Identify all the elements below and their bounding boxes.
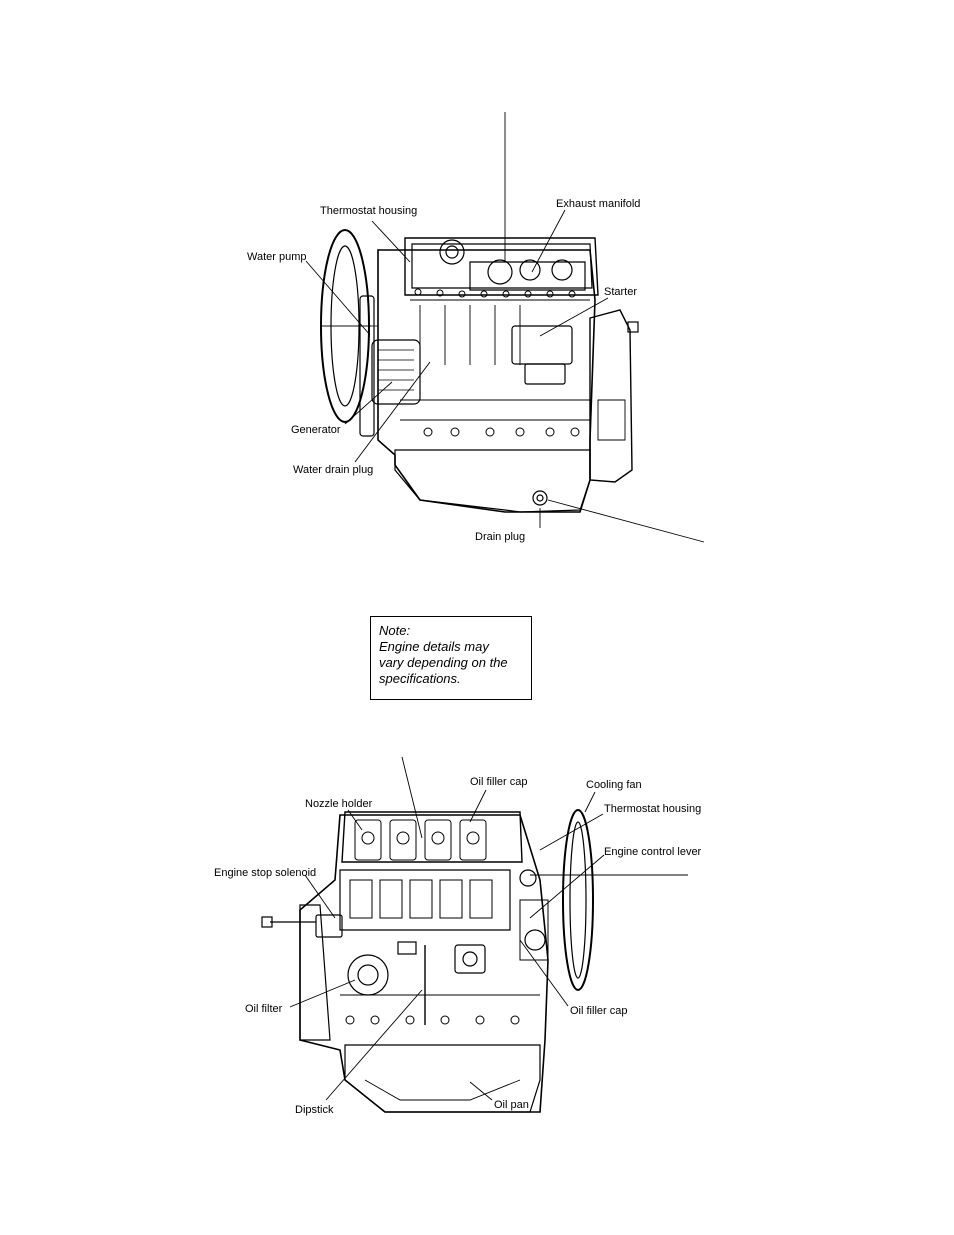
note-line-1: Engine details may — [379, 639, 489, 654]
label-exhaust-manifold: Exhaust manifold — [556, 198, 641, 210]
label-engine-control-lever: Engine control lever — [604, 846, 702, 858]
label-oil-pan: Oil pan — [494, 1099, 529, 1111]
label-cooling-fan: Cooling fan — [586, 779, 642, 791]
label-dipstick: Dipstick — [295, 1104, 334, 1116]
top-leader-lines — [305, 112, 705, 543]
label-oil-filler-cap-side: Oil filler cap — [570, 1005, 628, 1017]
label-drain-plug: Drain plug — [475, 531, 526, 543]
bottom-engine-illustration — [261, 809, 594, 1113]
specification-note: Note: Engine details may vary depending … — [370, 616, 532, 700]
label-oil-filler-cap-top: Oil filler cap — [470, 776, 528, 788]
label-starter: Starter — [604, 286, 638, 298]
label-engine-stop-solenoid: Engine stop solenoid — [214, 867, 317, 879]
note-line-3: specifications. — [379, 671, 461, 686]
label-oil-filter: Oil filter — [245, 1003, 283, 1015]
note-line-2: vary depending on the — [379, 655, 508, 670]
note-title: Note: — [379, 623, 411, 638]
label-thermostat-housing-top: Thermostat housing — [320, 205, 418, 217]
label-nozzle-holder: Nozzle holder — [305, 798, 373, 810]
top-engine-illustration — [320, 229, 639, 513]
label-generator: Generator — [291, 424, 341, 436]
bottom-leader-lines — [289, 756, 688, 1101]
label-thermostat-housing-bottom: Thermostat housing — [604, 803, 702, 815]
label-water-drain-plug: Water drain plug — [293, 464, 374, 476]
label-water-pump: Water pump — [247, 251, 307, 263]
